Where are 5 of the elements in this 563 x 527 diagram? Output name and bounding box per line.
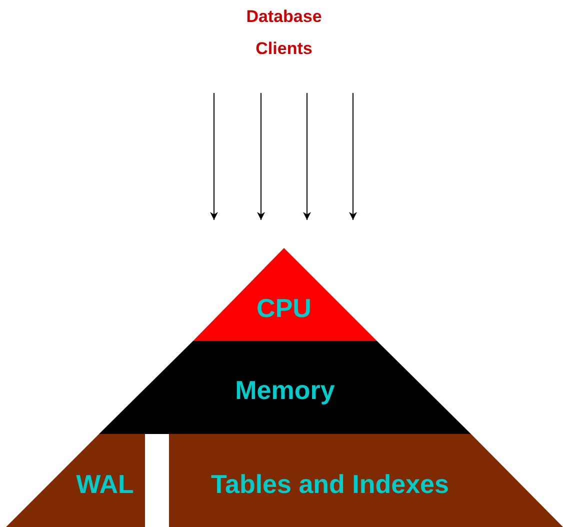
band-label: Memory (235, 375, 335, 405)
band-label: Tables and Indexes (211, 469, 449, 499)
clients-label: Database Clients (245, 6, 323, 60)
band-label: WAL (76, 469, 134, 499)
band-label: CPU (256, 293, 312, 323)
